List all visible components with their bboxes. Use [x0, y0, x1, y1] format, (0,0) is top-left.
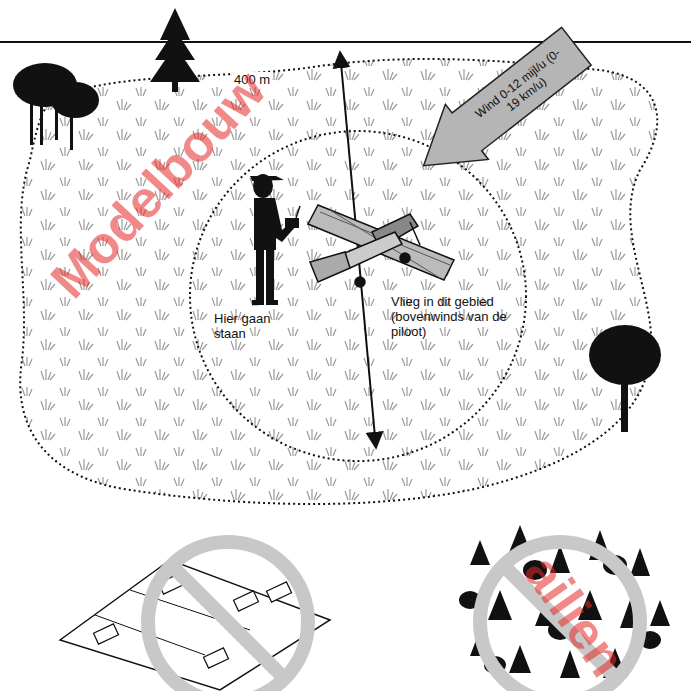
horizon-line [0, 41, 691, 43]
flying-area-label: Vlieg in dit gebied (bovenwinds van de p… [391, 294, 519, 339]
field-outline [20, 59, 657, 504]
flying-area [190, 131, 526, 461]
pilot [250, 174, 300, 305]
forest [459, 525, 670, 691]
trees [13, 8, 661, 432]
pilot-position-label: Hier gaan staan [214, 311, 286, 341]
airplane [308, 205, 454, 287]
parking-lot [60, 542, 330, 691]
